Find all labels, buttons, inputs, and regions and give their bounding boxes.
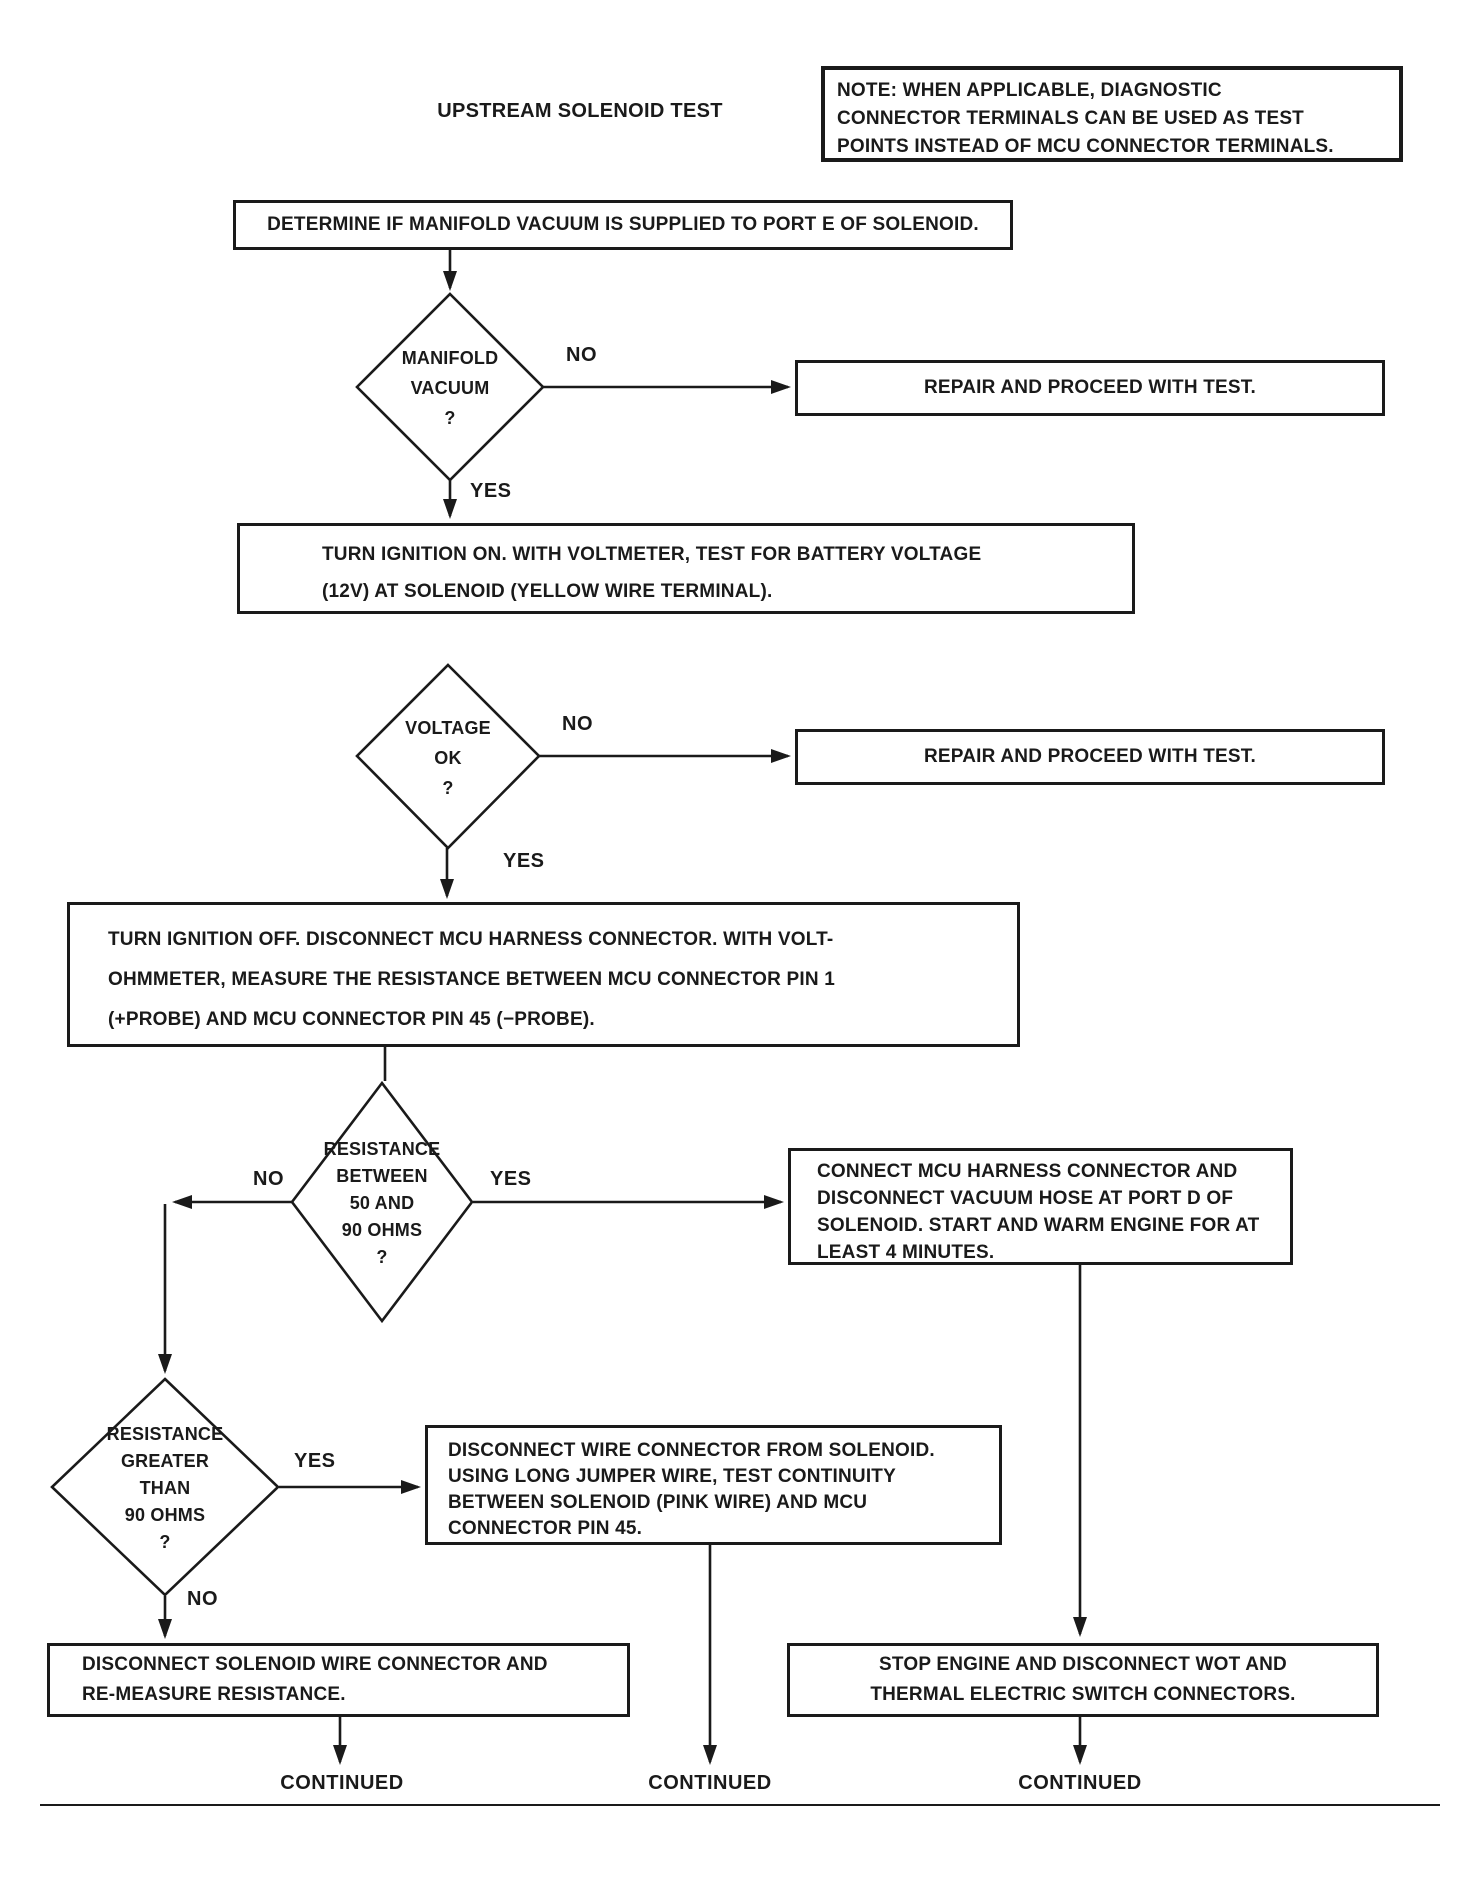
text-line: REPAIR AND PROCEED WITH TEST. <box>924 377 1256 398</box>
edge-label-no-voltage: NO <box>562 713 593 735</box>
text-line: RESISTANCE <box>106 1424 224 1444</box>
process-ignition-on: TURN IGNITION ON. WITH VOLTMETER, TEST F… <box>237 523 1135 614</box>
edge-label-yes-resistance-gt-90: YES <box>294 1450 336 1472</box>
text-line: SOLENOID. START AND WARM ENGINE FOR AT <box>817 1215 1260 1236</box>
text-line: VOLTAGE <box>405 718 491 738</box>
text-line: DETERMINE IF MANIFOLD VACUUM IS SUPPLIED… <box>267 214 979 235</box>
text-line: THAN <box>139 1478 191 1498</box>
text-line: RESISTANCE <box>323 1139 441 1159</box>
edge-label-yes-manifold: YES <box>470 480 512 502</box>
decision-manifold-vacuum-label: MANIFOLD VACUUM ? <box>360 343 540 433</box>
text-line: STOP ENGINE AND DISCONNECT WOT AND <box>879 1654 1287 1675</box>
text-line: POINTS INSTEAD OF MCU CONNECTOR TERMINAL… <box>837 136 1334 157</box>
text-line: NOTE: WHEN APPLICABLE, DIAGNOSTIC <box>837 80 1222 101</box>
decision-voltage-ok-label: VOLTAGE OK ? <box>358 713 538 803</box>
text-line: USING LONG JUMPER WIRE, TEST CONTINUITY <box>448 1466 896 1487</box>
text-line: REPAIR AND PROCEED WITH TEST. <box>924 746 1256 767</box>
decision-manifold-vacuum-shape <box>355 292 545 482</box>
decision-resistance-gt-90-label: RESISTANCE GREATER THAN 90 OHMS ? <box>55 1421 275 1556</box>
text-line: ? <box>442 778 454 798</box>
text-line: ? <box>159 1532 171 1552</box>
edge-label-no-resistance-gt-90: NO <box>187 1588 218 1610</box>
text-line: DISCONNECT VACUUM HOSE AT PORT D OF <box>817 1188 1234 1209</box>
text-line: RE-MEASURE RESISTANCE. <box>82 1684 346 1705</box>
bottom-rule <box>40 1804 1440 1806</box>
text-line: OK <box>434 748 462 768</box>
text-line: (+PROBE) AND MCU CONNECTOR PIN 45 (−PROB… <box>108 1009 595 1030</box>
continued-label-middle: CONTINUED <box>648 1772 772 1794</box>
edge-label-yes-voltage: YES <box>503 850 545 872</box>
process-repair-2: REPAIR AND PROCEED WITH TEST. <box>795 729 1385 785</box>
continued-label-right: CONTINUED <box>1018 1772 1142 1794</box>
text-line: THERMAL ELECTRIC SWITCH CONNECTORS. <box>870 1684 1296 1705</box>
process-ignition-off-measure: TURN IGNITION OFF. DISCONNECT MCU HARNES… <box>67 902 1020 1047</box>
decision-resistance-gt-90-shape <box>50 1377 280 1597</box>
text-line: MANIFOLD <box>401 348 499 368</box>
decision-voltage-ok-shape <box>355 663 541 850</box>
text-line: 90 OHMS <box>124 1505 206 1525</box>
text-line: 50 AND <box>349 1193 415 1213</box>
process-repair-1: REPAIR AND PROCEED WITH TEST. <box>795 360 1385 416</box>
text-line: OHMMETER, MEASURE THE RESISTANCE BETWEEN… <box>108 969 836 990</box>
decision-resistance-50-90-shape <box>290 1080 474 1324</box>
process-stop-engine: STOP ENGINE AND DISCONNECT WOT AND THERM… <box>787 1643 1379 1717</box>
process-connect-harness: CONNECT MCU HARNESS CONNECTOR AND DISCON… <box>788 1148 1293 1265</box>
text-line: CONNECTOR TERMINALS CAN BE USED AS TEST <box>837 108 1304 129</box>
text-line: GREATER <box>120 1451 210 1471</box>
text-line: LEAST 4 MINUTES. <box>817 1242 995 1263</box>
text-line: 90 OHMS <box>341 1220 423 1240</box>
text-line: DISCONNECT WIRE CONNECTOR FROM SOLENOID. <box>448 1440 935 1461</box>
text-line: TURN IGNITION OFF. DISCONNECT MCU HARNES… <box>108 929 834 950</box>
note-box: NOTE: WHEN APPLICABLE, DIAGNOSTIC CONNEC… <box>821 66 1403 162</box>
text-line: DISCONNECT SOLENOID WIRE CONNECTOR AND <box>82 1654 548 1675</box>
page-title: UPSTREAM SOLENOID TEST <box>437 100 723 122</box>
process-determine-vacuum: DETERMINE IF MANIFOLD VACUUM IS SUPPLIED… <box>233 200 1013 250</box>
decision-resistance-50-90-label: RESISTANCE BETWEEN 50 AND 90 OHMS ? <box>292 1136 472 1271</box>
text-line: ? <box>444 408 456 428</box>
edge-label-no-manifold: NO <box>566 344 597 366</box>
text-line: TURN IGNITION ON. WITH VOLTMETER, TEST F… <box>322 544 982 565</box>
text-line: (12V) AT SOLENOID (YELLOW WIRE TERMINAL)… <box>322 581 773 602</box>
text-line: VACUUM <box>410 378 490 398</box>
text-line: BETWEEN SOLENOID (PINK WIRE) AND MCU <box>448 1492 868 1513</box>
edge-label-yes-resistance-50-90: YES <box>490 1168 532 1190</box>
text-line: ? <box>376 1247 388 1267</box>
process-remeasure-resistance: DISCONNECT SOLENOID WIRE CONNECTOR AND R… <box>47 1643 630 1717</box>
text-line: BETWEEN <box>336 1166 428 1186</box>
text-line: CONNECT MCU HARNESS CONNECTOR AND <box>817 1161 1238 1182</box>
continued-label-left: CONTINUED <box>280 1772 404 1794</box>
process-jumper-continuity: DISCONNECT WIRE CONNECTOR FROM SOLENOID.… <box>425 1425 1002 1545</box>
edge-label-no-resistance-50-90: NO <box>253 1168 284 1190</box>
text-line: CONNECTOR PIN 45. <box>448 1518 643 1539</box>
